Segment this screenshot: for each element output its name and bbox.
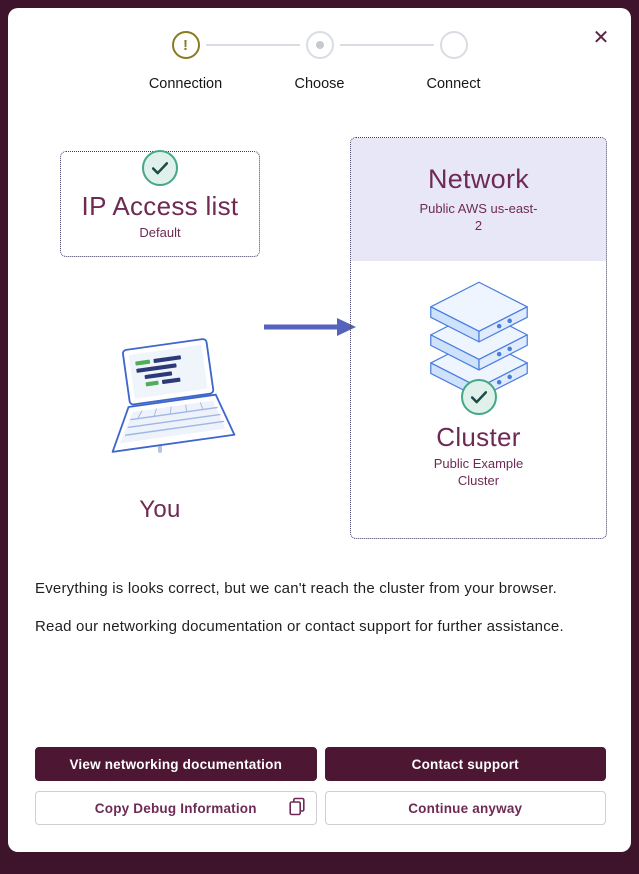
message-line-2: Read our networking documentation or con… — [35, 618, 564, 635]
warning-icon: ! — [183, 36, 188, 54]
contact-support-button[interactable]: Contact support — [324, 747, 606, 781]
connection-diagram: IP Access list Default — [8, 128, 631, 568]
arrow-right-icon — [264, 318, 356, 336]
step-indicator-connect[interactable] — [439, 31, 468, 59]
stepper: ! Connection Choose Connect — [120, 31, 520, 101]
network-subtitle: Public AWS us-east-2 — [419, 201, 538, 233]
continue-anyway-button[interactable]: Continue anyway — [324, 791, 606, 825]
ip-access-list-subtitle: Default — [139, 224, 181, 240]
step-indicator-connection[interactable]: ! — [171, 31, 200, 59]
stepper-connector — [205, 44, 300, 46]
laptop-illustration — [111, 338, 236, 453]
step-label-choose: Choose — [294, 76, 345, 92]
ip-access-list-box: IP Access list Default — [60, 150, 260, 257]
step-label-connection: Connection — [148, 76, 223, 92]
check-icon — [142, 150, 178, 186]
cluster-subtitle: Public Example Cluster — [433, 455, 524, 488]
network-title: Network — [427, 164, 530, 194]
step-indicator-choose[interactable] — [305, 31, 334, 59]
copy-debug-information-button[interactable]: Copy Debug Information — [35, 791, 317, 825]
copy-icon — [288, 797, 305, 819]
status-message: Everything is looks correct, but we can'… — [35, 578, 604, 654]
message-line-1: Everything is looks correct, but we can'… — [35, 580, 558, 597]
ip-access-list-title: IP Access list — [81, 191, 239, 221]
copy-debug-label: Copy Debug Information — [94, 800, 257, 816]
cluster-title: Cluster — [436, 422, 521, 452]
network-section: Network Public AWS us-east-2 — [351, 138, 606, 261]
stepper-connector — [339, 44, 434, 46]
current-step-dot-icon — [315, 41, 324, 49]
action-buttons: View networking documentation Contact su… — [35, 747, 606, 825]
network-cluster-box: Network Public AWS us-east-2 — [350, 137, 607, 539]
check-icon — [460, 379, 497, 415]
connection-troubleshoot-modal: ✕ ! Connection Choose Connect IP Access … — [8, 8, 631, 852]
server-stack-illustration — [429, 281, 528, 399]
view-networking-documentation-button[interactable]: View networking documentation — [35, 747, 317, 781]
step-label-connect: Connect — [426, 76, 481, 92]
close-icon[interactable]: ✕ — [587, 24, 615, 52]
you-label: You — [139, 496, 181, 523]
